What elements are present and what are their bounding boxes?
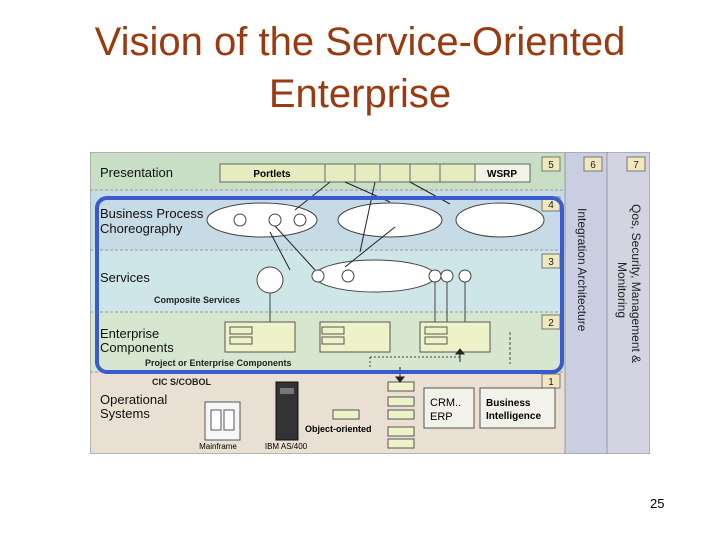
object-oriented-label: Object-oriented [305,424,372,434]
ibm-label: IBM AS/400 [265,442,308,451]
crm-erp-box [423,387,475,429]
slide-title-line-2: Enterprise [268,72,452,116]
bi-label-2: Intelligence [486,411,541,422]
erp-label: ERP [430,411,453,423]
qos-label-line-1: Qos, Security, Management & [629,204,643,363]
process-ellipse-3 [455,202,545,238]
process-ellipse-1 [206,202,318,238]
composite-services-label: Composite Services [154,295,240,305]
layer-number-7: 7 [633,160,639,171]
business-intelligence-box [479,387,556,429]
layer-number-3: 3 [548,257,554,268]
qos-column [607,152,650,454]
integration-architecture-label: Integration Architecture [575,208,589,332]
service-layers-highlight [95,196,564,374]
services-ellipse [314,259,436,293]
choreography-label-2: Choreography [100,221,183,236]
page-number: 25 [650,496,665,511]
presentation-label: Presentation [100,165,173,180]
layer-number-2: 2 [548,318,554,329]
mainframe-icon [204,401,241,441]
choreography-label-1: Business Process [100,206,204,221]
services-label: Services [100,270,150,285]
wsrp-box [474,163,531,183]
portlets-label: Portlets [253,169,291,180]
slide-title-line-1: Vision of the Service-Oriented [94,20,626,64]
layer-number-6: 6 [590,160,596,171]
bi-label-1: Business [486,398,531,409]
operational-label-2: Systems [100,406,150,421]
layer-number-1: 1 [548,377,554,388]
mainframe-label: Mainframe [199,442,237,451]
enterprise-label-2: Components [100,340,174,355]
project-components-label: Project or Enterprise Components [145,358,292,368]
operational-label-1: Operational [100,392,167,407]
soa-architecture-diagram: 5 6 7 4 3 2 1 Presentation Business Proc… [90,152,650,454]
enterprise-label-1: Enterprise [100,326,159,341]
layer-number-4: 4 [548,200,554,211]
wsrp-label: WSRP [487,169,517,180]
layer-number-5: 5 [548,160,554,171]
integration-column [565,152,607,454]
cics-cobol-label: CIC S/COBOL [152,377,212,387]
composite-service-circle [256,266,284,294]
crm-label: CRM.. [430,397,461,409]
process-ellipse-2 [337,202,443,238]
qos-label-line-2: Monitoring [615,262,629,318]
ibm-server-icon [275,381,299,441]
